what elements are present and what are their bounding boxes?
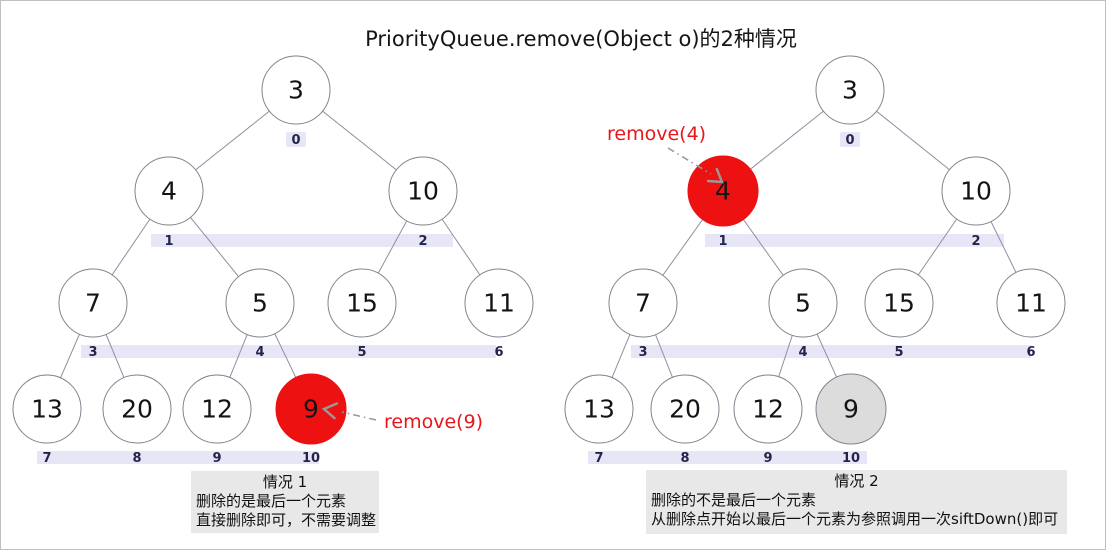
- heap-node-10: [388, 156, 458, 226]
- caption-heading: 情况 1: [262, 473, 308, 491]
- heap-node-20: [102, 374, 172, 444]
- heap-index-label: 10: [842, 451, 860, 466]
- remove-arrow-head: [321, 402, 339, 420]
- heap-node-value: 4: [161, 177, 177, 206]
- remove-arrow-line: [341, 411, 377, 421]
- index-row-bar: [81, 345, 496, 358]
- heap-node-value: 11: [483, 289, 515, 318]
- index-row-bar: [151, 234, 453, 247]
- heap-node-7: [608, 268, 678, 338]
- heap-node-15: [864, 268, 934, 338]
- heap-node-value: 12: [752, 395, 784, 424]
- heap-node-value: 13: [583, 395, 615, 424]
- heap-node-9: [815, 373, 887, 445]
- heap-node-value: 15: [883, 289, 915, 318]
- heap-node-4: [134, 156, 204, 226]
- heap-node-value: 3: [842, 76, 858, 105]
- index-row-bar: [37, 451, 319, 464]
- heap-node-12: [733, 374, 803, 444]
- heap-index-label: 4: [255, 345, 264, 360]
- index-row-bar: [705, 234, 1004, 247]
- caption-case-2: 情况 2 删除的不是最后一个元素 从删除点开始以最后一个元素为参照调用一次sif…: [646, 470, 1067, 534]
- heap-node-value: 5: [795, 289, 811, 318]
- root-index-badge: [286, 132, 306, 147]
- heap-node-3: [261, 55, 331, 125]
- heap-node-10: [941, 156, 1011, 226]
- heap-node-value: 15: [346, 289, 378, 318]
- remove-annotation-label: remove(4): [607, 123, 706, 145]
- heap-index-label: 0: [291, 133, 300, 148]
- heap-index-label: 4: [798, 345, 807, 360]
- index-row-bar: [588, 451, 867, 464]
- heap-node-12: [182, 374, 252, 444]
- caption-line-1: 删除的是最后一个元素: [196, 492, 347, 510]
- heap-node-11: [464, 268, 534, 338]
- heap-node-value: 4: [715, 177, 731, 206]
- heap-node-3: [815, 55, 885, 125]
- heap-index-label: 0: [845, 133, 854, 148]
- heap-node-4: [687, 155, 759, 227]
- heap-node-5: [225, 268, 295, 338]
- heap-node-value: 20: [669, 395, 701, 424]
- heap-node-value: 9: [303, 395, 319, 424]
- heap-node-11: [996, 268, 1066, 338]
- heap-index-label: 1: [164, 234, 173, 249]
- remove-annotation-label: remove(9): [384, 411, 483, 433]
- heap-tree-case-1: 3 0 4 1 10 2 7 3 5 4 15 5 11 6 13 7 20 8 12 9 9 10 remove(9): [12, 55, 534, 466]
- heap-node-9: [275, 373, 347, 445]
- heap-index-label: 5: [357, 345, 366, 360]
- heap-node-value: 5: [252, 289, 268, 318]
- heap-index-label: 9: [212, 451, 221, 466]
- heap-node-15: [327, 268, 397, 338]
- heap-node-5: [768, 268, 838, 338]
- heap-node-7: [58, 268, 128, 338]
- heap-index-label: 7: [42, 451, 51, 466]
- heap-index-label: 8: [132, 451, 141, 466]
- heap-index-label: 1: [718, 234, 727, 249]
- heap-node-value: 12: [201, 395, 233, 424]
- heap-node-value: 7: [635, 289, 651, 318]
- heap-index-label: 3: [638, 345, 647, 360]
- heap-node-13: [564, 374, 634, 444]
- heap-node-value: 9: [843, 395, 859, 424]
- heap-index-label: 3: [88, 345, 97, 360]
- caption-case-1: 情况 1 删除的是最后一个元素 直接删除即可，不需要调整: [191, 471, 379, 533]
- caption-line-1: 删除的不是最后一个元素: [651, 491, 817, 509]
- heap-node-value: 11: [1015, 289, 1047, 318]
- heap-index-label: 2: [971, 234, 980, 249]
- heap-node-value: 13: [31, 395, 63, 424]
- heap-index-label: 2: [418, 234, 427, 249]
- root-index-badge: [840, 132, 860, 147]
- heap-node-value: 10: [960, 177, 992, 206]
- heap-node-value: 20: [121, 395, 153, 424]
- heap-node-value: 3: [288, 76, 304, 105]
- heap-index-label: 7: [594, 451, 603, 466]
- heap-node-value: 10: [407, 177, 439, 206]
- heap-index-label: 9: [763, 451, 772, 466]
- heap-node-13: [12, 374, 82, 444]
- diagram-title: PriorityQueue.remove(Object o)的2种情况: [365, 27, 797, 51]
- caption-heading: 情况 2: [834, 472, 879, 490]
- heap-index-label: 5: [894, 345, 903, 360]
- heap-index-label: 10: [302, 451, 320, 466]
- caption-line-2: 从删除点开始以最后一个元素为参照调用一次siftDown()即可: [651, 510, 1059, 528]
- heap-node-value: 7: [85, 289, 101, 318]
- index-row-bar: [631, 345, 1031, 358]
- heap-index-label: 6: [494, 345, 503, 360]
- heap-index-label: 8: [680, 451, 689, 466]
- remove-arrow-head: [706, 167, 724, 184]
- heap-index-label: 6: [1026, 345, 1035, 360]
- caption-line-2: 直接删除即可，不需要调整: [196, 511, 377, 529]
- heap-tree-case-2: 3 0 4 1 10 2 7 3 5 4 15 5 11 6 13 7 20 8 12 9 9 10 remove(4): [564, 55, 1066, 466]
- heap-node-20: [650, 374, 720, 444]
